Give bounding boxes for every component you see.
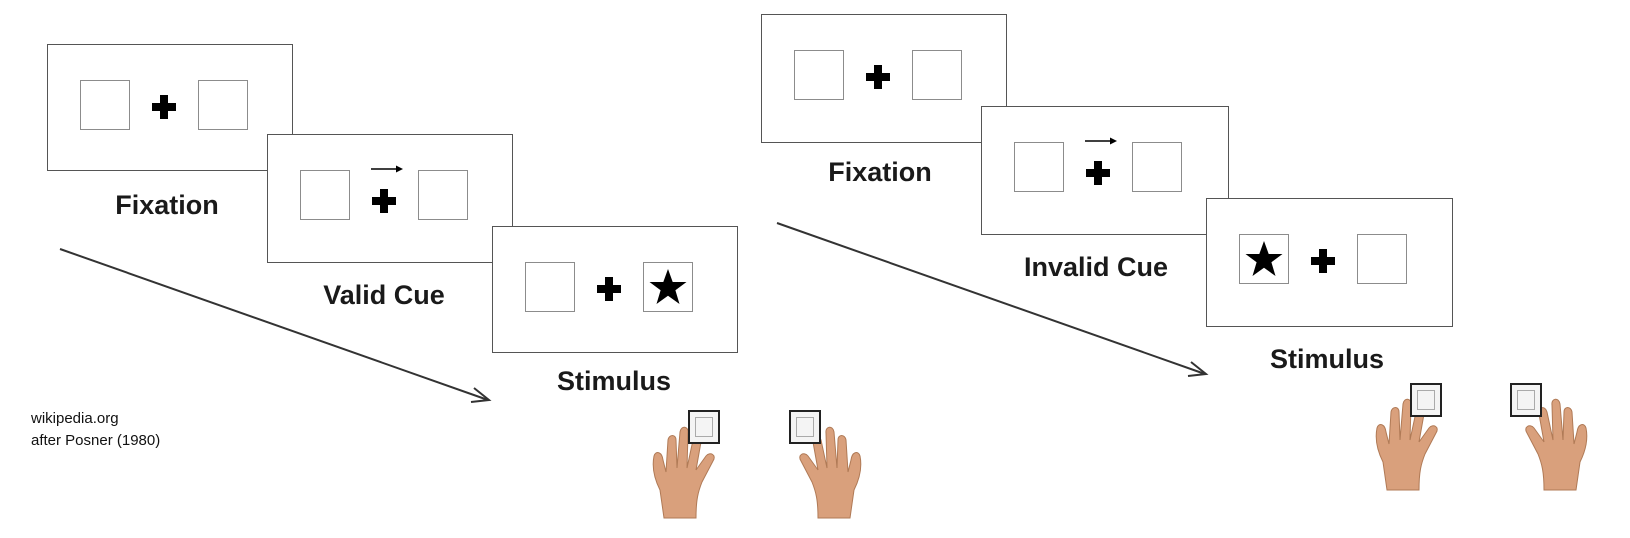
right-placeholder-box xyxy=(418,170,468,220)
plus-cross-icon xyxy=(1311,249,1335,273)
right-hand-icon xyxy=(799,426,862,519)
response-key-right xyxy=(1510,383,1542,417)
valid-fixation-label: Fixation xyxy=(115,190,219,220)
left-placeholder-box xyxy=(1014,142,1064,192)
right-placeholder-box xyxy=(1132,142,1182,192)
valid-fixation-screen xyxy=(47,44,293,171)
credit-citation: after Posner (1980) xyxy=(31,432,161,449)
invalid-cue-screen xyxy=(981,106,1229,235)
time-arrow-invalid xyxy=(776,222,1209,377)
left-hand-icon xyxy=(652,426,715,519)
valid-cue-label: Valid Cue xyxy=(323,280,445,310)
star-icon xyxy=(1245,241,1283,276)
right-placeholder-box xyxy=(198,80,248,130)
plus-cross-icon xyxy=(597,277,621,301)
valid-stimulus-label: Stimulus xyxy=(556,366,672,396)
left-placeholder-box xyxy=(80,80,130,130)
plus-cross-icon xyxy=(866,65,890,89)
star-icon xyxy=(649,269,687,304)
right-arrow-icon xyxy=(371,165,403,173)
right-placeholder-box xyxy=(912,50,962,100)
invalid-stimulus-screen xyxy=(1206,198,1453,327)
left-hand-icon xyxy=(1375,398,1438,491)
right-arrow-icon xyxy=(1085,137,1117,145)
valid-stimulus-screen xyxy=(492,226,738,353)
plus-cross-icon xyxy=(1086,161,1110,185)
plus-cross-icon xyxy=(152,95,176,119)
invalid-fixation-screen xyxy=(761,14,1007,143)
time-arrow-valid xyxy=(59,248,492,403)
credit-source: wikipedia.org xyxy=(31,410,119,427)
left-placeholder-box xyxy=(300,170,350,220)
right-hand-icon xyxy=(1525,398,1588,491)
right-target-box xyxy=(643,262,693,312)
response-key-left xyxy=(688,410,720,444)
invalid-stimulus-label: Stimulus xyxy=(1269,344,1385,374)
response-key-left xyxy=(1410,383,1442,417)
right-placeholder-box xyxy=(1357,234,1407,284)
left-placeholder-box xyxy=(525,262,575,312)
invalid-fixation-label: Fixation xyxy=(828,157,932,187)
invalid-cue-label: Invalid Cue xyxy=(1023,252,1169,282)
valid-cue-screen xyxy=(267,134,513,263)
response-key-right xyxy=(789,410,821,444)
plus-cross-icon xyxy=(372,189,396,213)
left-placeholder-box xyxy=(794,50,844,100)
left-target-box xyxy=(1239,234,1289,284)
